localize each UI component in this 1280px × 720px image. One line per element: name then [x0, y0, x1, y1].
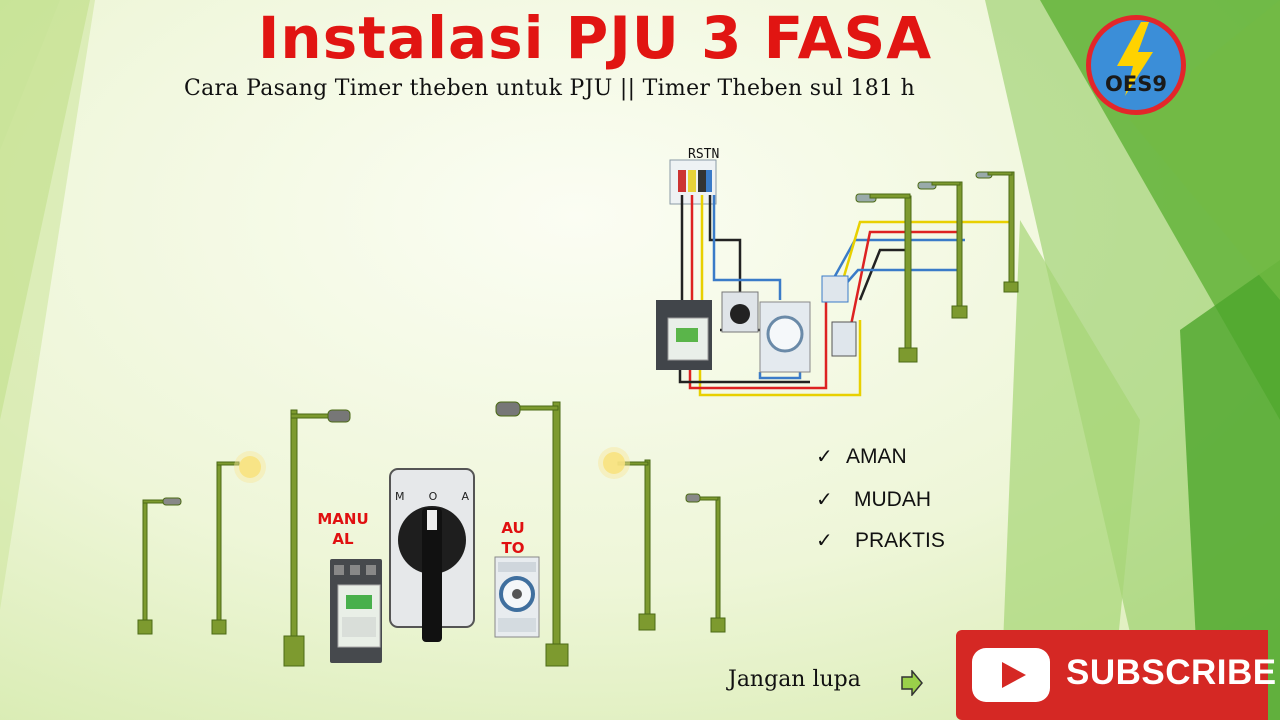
street-lamps-bottom	[137, 401, 726, 667]
benefit-label: MUDAH	[854, 488, 931, 511]
switch-positions: M O A	[395, 490, 469, 503]
switch-pos-o: O	[428, 490, 438, 503]
reminder-text: Jangan lupa	[728, 667, 861, 692]
timer-image	[494, 556, 540, 638]
check-icon: ✓	[816, 528, 833, 552]
switch-pos-a: A	[461, 490, 469, 503]
subscribe-label[interactable]: SUBSCRIBE	[1066, 653, 1277, 692]
page-title: Instalasi PJU 3 FASA	[257, 4, 933, 72]
benefit-label: PRAKTIS	[855, 529, 945, 552]
check-icon: ✓	[816, 487, 833, 511]
benefit-item-praktis: ✓ PRAKTIS	[816, 528, 945, 553]
page-subtitle: Cara Pasang Timer theben untuk PJU || Ti…	[184, 76, 916, 101]
manual-label-line1: MANU	[317, 510, 369, 528]
logo-text: OES9	[1105, 72, 1167, 96]
street-lamps-top	[855, 171, 1019, 363]
switch-pos-m: M	[395, 490, 405, 503]
check-icon: ✓	[816, 444, 833, 468]
manual-label-line2: AL	[332, 530, 354, 548]
benefit-label: AMAN	[846, 445, 907, 468]
lightning-bolt-icon	[1117, 22, 1153, 96]
arrow-right-icon	[901, 670, 923, 696]
auto-label-line1: AU	[501, 519, 525, 537]
youtube-play-icon[interactable]	[972, 648, 1050, 702]
phase-labels: RSTN	[688, 147, 719, 162]
wiring-diagram: RSTN	[656, 147, 1012, 397]
auto-label-line2: TO	[501, 539, 525, 557]
channel-logo	[1086, 15, 1186, 115]
auto-label: AU TO	[497, 518, 529, 558]
manual-label: MANU AL	[314, 509, 372, 549]
benefit-item-mudah: ✓ MUDAH	[816, 487, 931, 512]
selector-switch-image	[389, 468, 475, 642]
benefit-item-aman: ✓ AMAN	[816, 444, 907, 469]
contactor-image	[330, 559, 382, 663]
